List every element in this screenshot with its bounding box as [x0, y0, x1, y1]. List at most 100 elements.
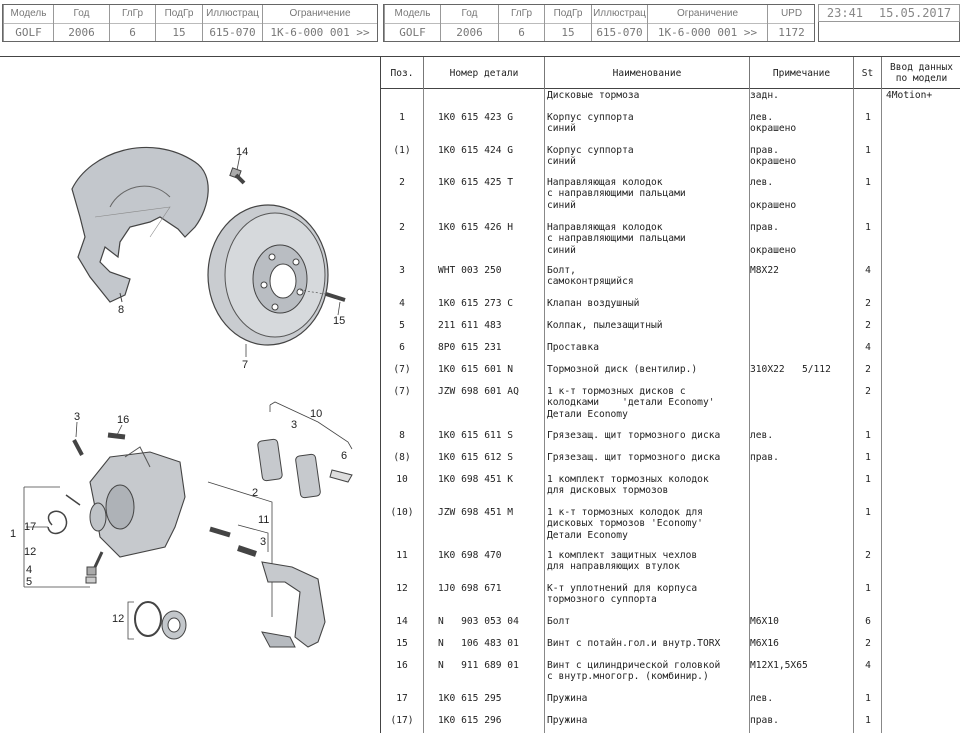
- cell-number: 1K0 615 426 H: [438, 222, 514, 233]
- bolt-3-part: [72, 421, 84, 456]
- callout-1[interactable]: 1: [10, 528, 16, 540]
- cell-st: 4: [865, 265, 871, 276]
- cell-name: Пружина: [547, 693, 588, 704]
- cell-number: 1K0 615 601 N: [438, 364, 514, 375]
- header-cell-value[interactable]: GOLF: [15, 26, 42, 39]
- cell-st: 2: [865, 386, 871, 397]
- callout-10[interactable]: 10: [310, 408, 322, 420]
- cell-pos: (7): [393, 386, 411, 397]
- cell-st: 1: [865, 112, 871, 123]
- table-header: Поз. Номер детали Наименование Примечани…: [381, 57, 960, 89]
- header-cell-value[interactable]: 15: [172, 26, 186, 39]
- cell-st: 1: [865, 222, 871, 233]
- col-note-header[interactable]: Примечание: [749, 57, 853, 89]
- header-cell-value[interactable]: GOLF: [399, 26, 426, 39]
- col-pos-header[interactable]: Поз.: [390, 67, 414, 79]
- header-cell-value[interactable]: 1K-6-000 001 >>: [657, 26, 758, 39]
- cell-st: 6: [865, 616, 871, 627]
- callout-17[interactable]: 17: [24, 521, 36, 533]
- header-cell-label: ГлГр: [121, 8, 144, 19]
- cell-pos: 16: [396, 660, 408, 671]
- cell-number: 1K0 615 295: [438, 693, 502, 704]
- cell-pos: 2: [399, 222, 405, 233]
- cell-pos: 15: [396, 638, 408, 649]
- cell-pos: 3: [399, 265, 405, 276]
- cell-number: 1K0 615 424 G: [438, 145, 514, 156]
- cell-name: 1 комплект тормозных колодок для дисковы…: [547, 474, 709, 497]
- col-input-header[interactable]: Ввод данных по модели: [881, 57, 960, 89]
- cell-note: лев.: [750, 430, 774, 441]
- callout-3[interactable]: 3: [74, 411, 80, 423]
- cell-pos: 10: [396, 474, 408, 485]
- cell-number: 1K0 615 611 S: [438, 430, 514, 441]
- cell-number: N 106 483 01: [438, 638, 519, 649]
- col-st-header[interactable]: St: [853, 57, 881, 89]
- header-extra-box: [818, 22, 960, 42]
- header-cell-value[interactable]: 1K-6-000 001 >>: [270, 26, 370, 39]
- header-cell-value[interactable]: 1172: [778, 26, 805, 39]
- cell-pos: 6: [399, 342, 405, 353]
- callout-3c[interactable]: 3: [260, 536, 266, 548]
- callout-6[interactable]: 6: [341, 450, 347, 462]
- header-cell-value[interactable]: 615-070: [209, 26, 256, 39]
- header-cell-value[interactable]: 6: [129, 26, 136, 39]
- cell-note: M6X16: [750, 638, 779, 649]
- callout-7[interactable]: 7: [242, 359, 248, 371]
- bolt-16-part: [107, 424, 126, 440]
- callout-14[interactable]: 14: [236, 146, 248, 158]
- cell-name: Дисковые тормоза: [547, 90, 640, 101]
- cell-note: лев.: [750, 693, 774, 704]
- cell-number: 1K0 615 425 T: [438, 177, 514, 188]
- cell-st: 1: [865, 715, 871, 726]
- parts-diagram[interactable]: 14 8 15 7 3 16 10 3 6 2 11 3 17 1 12 4 5…: [0, 57, 380, 733]
- cell-pos: 11: [396, 550, 408, 561]
- callout-12[interactable]: 12: [24, 546, 36, 558]
- cell-st: 2: [865, 364, 871, 375]
- cell-number: 1K0 615 296: [438, 715, 502, 726]
- callout-16[interactable]: 16: [117, 414, 129, 426]
- cell-name: Клапан воздушный: [547, 298, 640, 309]
- cell-name: Корпус суппорта синий: [547, 112, 634, 135]
- header-cell-value[interactable]: 615-070: [596, 26, 643, 39]
- clock-date: 15.05.2017: [878, 6, 952, 20]
- callout-4[interactable]: 4: [26, 564, 32, 576]
- cell-pos: 1: [399, 112, 405, 123]
- brake-disc-part: [207, 204, 329, 357]
- cell-pos: 12: [396, 583, 408, 594]
- header-cell-value[interactable]: 2006: [456, 26, 483, 39]
- header-cell-label: Модель: [394, 8, 431, 19]
- header-cell-label: Иллюстрац: [206, 8, 259, 19]
- header-cell-value[interactable]: 15: [561, 26, 575, 39]
- callout-15[interactable]: 15: [333, 315, 345, 327]
- air-valve-4-part: [85, 551, 104, 584]
- cell-pos: 17: [396, 693, 408, 704]
- header-cell-label: Год: [461, 8, 478, 19]
- header-cell-label: UPD: [780, 8, 803, 19]
- col-name-header[interactable]: Наименование: [544, 57, 749, 89]
- callout-8[interactable]: 8: [118, 304, 124, 316]
- callout-3b[interactable]: 3: [291, 419, 297, 431]
- cell-note: прав.: [750, 452, 779, 463]
- screw-15-part: [299, 289, 346, 316]
- clock-time: 23:41: [826, 6, 864, 20]
- callout-12b[interactable]: 12: [112, 613, 124, 625]
- callout-2[interactable]: 2: [252, 487, 258, 499]
- cell-note: прав.: [750, 715, 779, 726]
- cell-st: 1: [865, 452, 871, 463]
- caliper-part: [89, 446, 186, 558]
- guide-pins-part: [207, 481, 273, 617]
- callout-11[interactable]: 11: [258, 514, 269, 526]
- callout-5[interactable]: 5: [26, 576, 32, 588]
- header-cell-value[interactable]: 6: [518, 26, 525, 39]
- header-cell: ГлГр 6: [109, 5, 155, 41]
- header-cell-value[interactable]: 2006: [68, 26, 95, 39]
- col-number-header[interactable]: Номер детали: [423, 57, 544, 89]
- cell-number: 1K0 698 451 K: [438, 474, 514, 485]
- cell-number: 1K0 615 423 G: [438, 112, 514, 123]
- cell-st: 1: [865, 507, 871, 518]
